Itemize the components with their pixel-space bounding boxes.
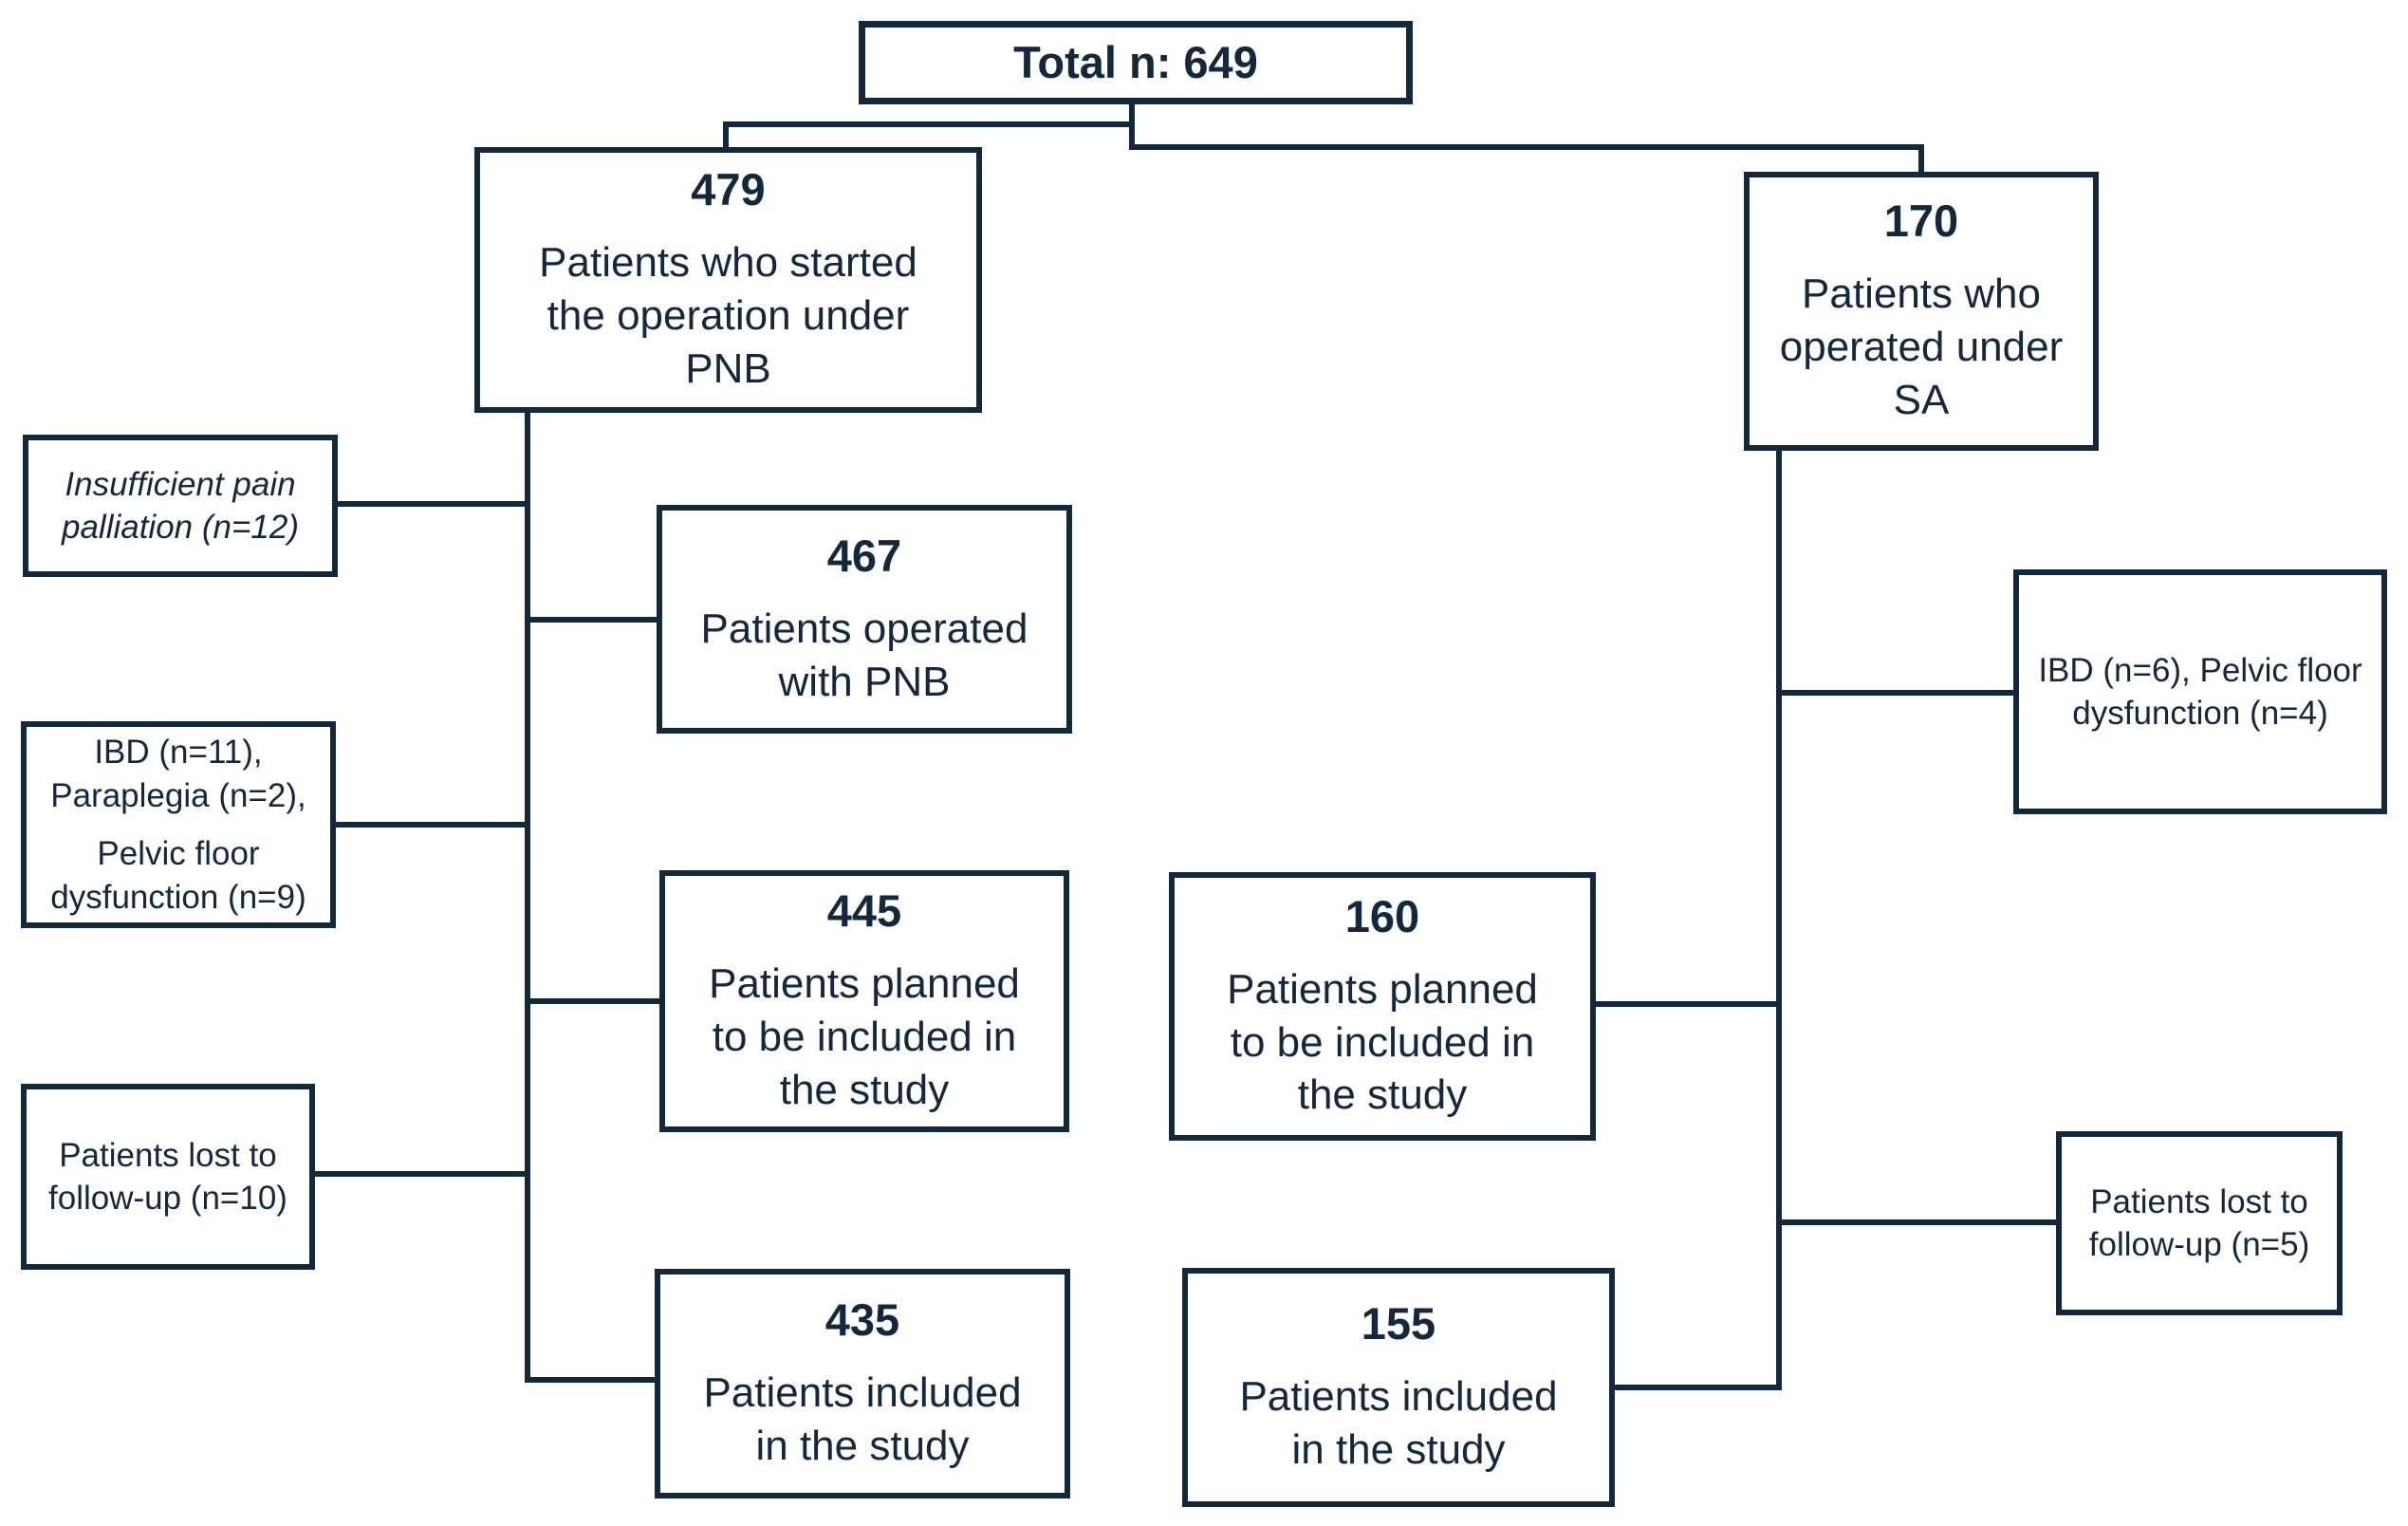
sa-planned-label: Patients planned to be included in the s…: [1227, 965, 1538, 1119]
excluded-pain-box: Insufficient pain palliation (n=12): [23, 435, 338, 577]
total-label: Total n: 649: [1013, 37, 1258, 88]
pnb-planned-count: 445: [826, 885, 902, 937]
sa-included-count: 155: [1361, 1298, 1436, 1349]
connector-total-to-sa: [1129, 104, 1924, 175]
excluded-ibd-sa-box: IBD (n=6), Pelvic floor dysfunction (n=4…: [2013, 569, 2387, 814]
pnb-planned-box: 445 Patients planned to be included in t…: [659, 870, 1069, 1132]
excluded-ibd-sa-label: IBD (n=6), Pelvic floor dysfunction (n=4…: [2038, 651, 2362, 733]
excluded-pain-label: Insufficient pain palliation (n=12): [61, 465, 300, 547]
excluded-lost-pnb-box: Patients lost to follow-up (n=10): [21, 1084, 315, 1270]
pnb-planned-label: Patients planned to be included in the s…: [709, 960, 1020, 1113]
pnb-included-box: 435 Patients included in the study: [655, 1269, 1070, 1498]
sa-included-box: 155 Patients included in the study: [1182, 1268, 1615, 1507]
excluded-lost-pnb-label: Patients lost to follow-up (n=10): [48, 1136, 287, 1218]
sa-operated-box: 170 Patients who operated under SA: [1744, 172, 2099, 451]
sa-included-label: Patients included in the study: [1239, 1373, 1558, 1474]
sa-planned-count: 160: [1344, 890, 1420, 941]
sa-planned-box: 160 Patients planned to be included in t…: [1169, 872, 1596, 1141]
sa-operated-label: Patients who operated under SA: [1779, 270, 2064, 423]
pnb-operated-box: 467 Patients operated with PNB: [657, 505, 1072, 734]
excluded-ibd-pnb-line1: IBD (n=11), Paraplegia (n=2),: [50, 734, 306, 814]
pnb-started-count: 479: [691, 164, 766, 215]
excluded-ibd-pnb-line2: Pelvic floor dysfunction (n=9): [50, 835, 306, 916]
total-box: Total n: 649: [859, 21, 1413, 104]
pnb-included-count: 435: [824, 1294, 900, 1346]
excluded-lost-sa-box: Patients lost to follow-up (n=5): [2056, 1131, 2343, 1315]
sa-operated-count: 170: [1883, 195, 1959, 247]
pnb-started-label: Patients who started the operation under…: [539, 239, 917, 392]
connector-total-to-pnb: [723, 121, 1135, 150]
pnb-operated-label: Patients operated with PNB: [700, 605, 1028, 705]
pnb-operated-count: 467: [826, 530, 902, 581]
excluded-ibd-pnb-box: IBD (n=11), Paraplegia (n=2), Pelvic flo…: [21, 721, 336, 928]
pnb-started-box: 479 Patients who started the operation u…: [474, 147, 982, 413]
excluded-lost-sa-label: Patients lost to follow-up (n=5): [2088, 1182, 2310, 1264]
pnb-included-label: Patients included in the study: [703, 1369, 1022, 1470]
